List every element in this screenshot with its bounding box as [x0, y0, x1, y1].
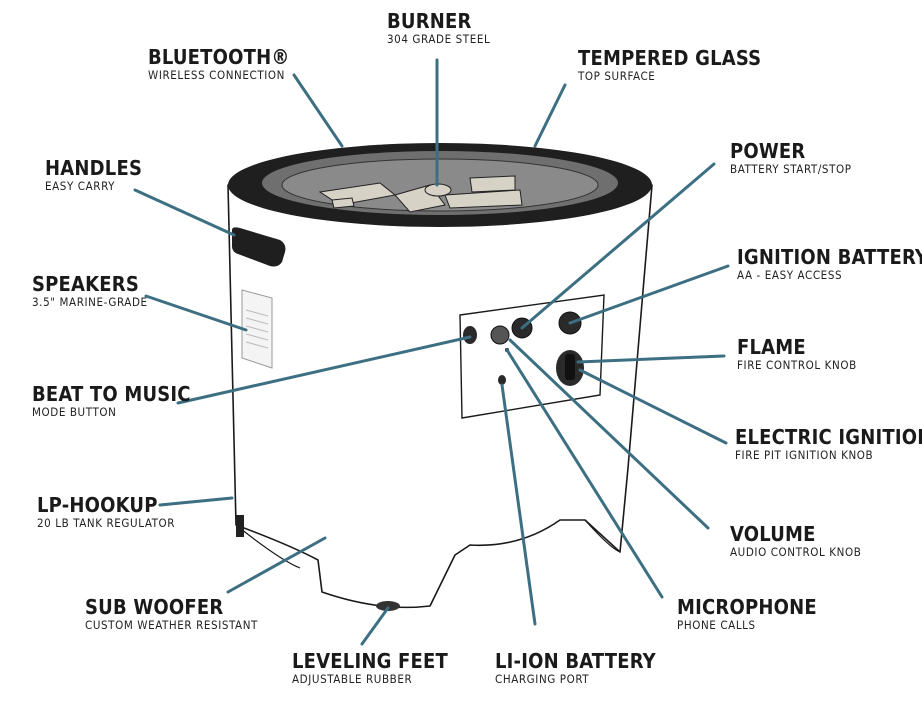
label-sub-woofer: SUB WOOFER CUSTOM WEATHER RESISTANT	[85, 596, 258, 633]
label-handles: HANDLES EASY CARRY	[45, 157, 142, 194]
label-lp-hookup-sub: 20 LB TANK REGULATOR	[37, 516, 176, 530]
label-microphone: MICROPHONE PHONE CALLS	[677, 596, 817, 633]
label-electric-ignition: ELECTRIC IGNITION FIRE PIT IGNITION KNOB	[735, 426, 922, 463]
label-leveling-feet-sub: ADJUSTABLE RUBBER	[292, 672, 413, 686]
label-beat-to-music: BEAT TO MUSIC MODE BUTTON	[32, 383, 191, 420]
label-lp-hookup: LP-HOOKUP 20 LB TANK REGULATOR	[37, 494, 175, 531]
beat-to-music-button	[463, 326, 477, 344]
label-beat-to-music-sub: MODE BUTTON	[32, 405, 117, 419]
label-microphone-title: MICROPHONE	[677, 595, 817, 619]
fire-pit-body	[227, 184, 653, 609]
label-tempered-glass-title: TEMPERED GLASS	[578, 46, 762, 70]
speaker-grille	[241, 289, 273, 369]
label-burner: BURNER 304 GRADE STEEL	[387, 10, 490, 47]
label-flame: FLAME FIRE CONTROL KNOB	[737, 336, 857, 373]
leader-speakers	[144, 294, 248, 332]
burner	[318, 175, 523, 213]
label-leveling-feet: LEVELING FEET ADJUSTABLE RUBBER	[292, 650, 448, 687]
label-burner-title: BURNER	[387, 9, 472, 33]
label-flame-title: FLAME	[737, 335, 806, 359]
leader-li-ion-battery	[500, 383, 537, 626]
label-bluetooth-title: BLUETOOTH®	[148, 45, 290, 69]
leader-tempered-glass	[533, 83, 567, 148]
leader-lines	[133, 58, 730, 646]
label-ignition-battery-title: IGNITION BATTERY	[737, 245, 922, 269]
leader-flame	[576, 354, 726, 364]
label-power: POWER BATTERY START/STOP	[730, 140, 852, 177]
label-handles-sub: EASY CARRY	[45, 179, 116, 193]
leader-bluetooth	[292, 73, 344, 148]
label-sub-woofer-sub: CUSTOM WEATHER RESISTANT	[85, 618, 258, 632]
label-ignition-battery-sub: AA - EASY ACCESS	[737, 268, 843, 282]
leader-lp-hookup	[158, 496, 234, 507]
leader-electric-ignition	[578, 368, 728, 445]
label-bluetooth: BLUETOOTH® WIRELESS CONNECTION	[148, 46, 290, 83]
label-volume-title: VOLUME	[730, 522, 816, 546]
label-electric-ignition-title: ELECTRIC IGNITION	[735, 425, 922, 449]
leader-handles	[133, 188, 236, 237]
label-sub-woofer-title: SUB WOOFER	[85, 595, 224, 619]
leader-beat-to-music	[176, 335, 472, 405]
charging-port	[498, 375, 506, 385]
handle	[232, 227, 286, 267]
leader-microphone	[505, 348, 664, 599]
label-lp-hookup-title: LP-HOOKUP	[37, 493, 158, 517]
volume-knob	[490, 325, 510, 345]
label-volume-sub: AUDIO CONTROL KNOB	[730, 545, 862, 559]
leader-volume	[508, 338, 710, 530]
label-handles-title: HANDLES	[45, 156, 143, 180]
label-electric-ignition-sub: FIRE PIT IGNITION KNOB	[735, 448, 874, 462]
label-li-ion-battery-title: LI-ION BATTERY	[495, 649, 656, 673]
label-ignition-battery: IGNITION BATTERY AA - EASY ACCESS	[737, 246, 922, 283]
flame-knob	[556, 350, 584, 386]
label-tempered-glass-sub: TOP SURFACE	[578, 69, 656, 83]
label-burner-sub: 304 GRADE STEEL	[387, 32, 491, 46]
label-tempered-glass: TEMPERED GLASS TOP SURFACE	[578, 47, 761, 84]
fire-pit-illustration	[227, 143, 653, 611]
label-bluetooth-sub: WIRELESS CONNECTION	[148, 68, 285, 82]
label-leveling-feet-title: LEVELING FEET	[292, 649, 448, 673]
label-microphone-sub: PHONE CALLS	[677, 618, 756, 632]
leveling-foot	[376, 601, 400, 611]
label-beat-to-music-title: BEAT TO MUSIC	[32, 382, 191, 406]
leader-leveling-feet	[360, 606, 390, 646]
label-speakers: SPEAKERS 3.5" MARINE-GRADE	[32, 273, 148, 310]
label-li-ion-battery-sub: CHARGING PORT	[495, 672, 590, 686]
label-power-title: POWER	[730, 139, 806, 163]
label-volume: VOLUME AUDIO CONTROL KNOB	[730, 523, 861, 560]
label-speakers-sub: 3.5" MARINE-GRADE	[32, 295, 148, 309]
label-speakers-title: SPEAKERS	[32, 272, 140, 296]
leader-power	[520, 162, 716, 330]
label-flame-sub: FIRE CONTROL KNOB	[737, 358, 857, 372]
leader-sub-woofer	[226, 536, 327, 594]
label-li-ion-battery: LI-ION BATTERY CHARGING PORT	[495, 650, 656, 687]
lp-hookup-port	[236, 515, 244, 537]
leader-ignition-battery	[568, 264, 730, 325]
label-power-sub: BATTERY START/STOP	[730, 162, 852, 176]
